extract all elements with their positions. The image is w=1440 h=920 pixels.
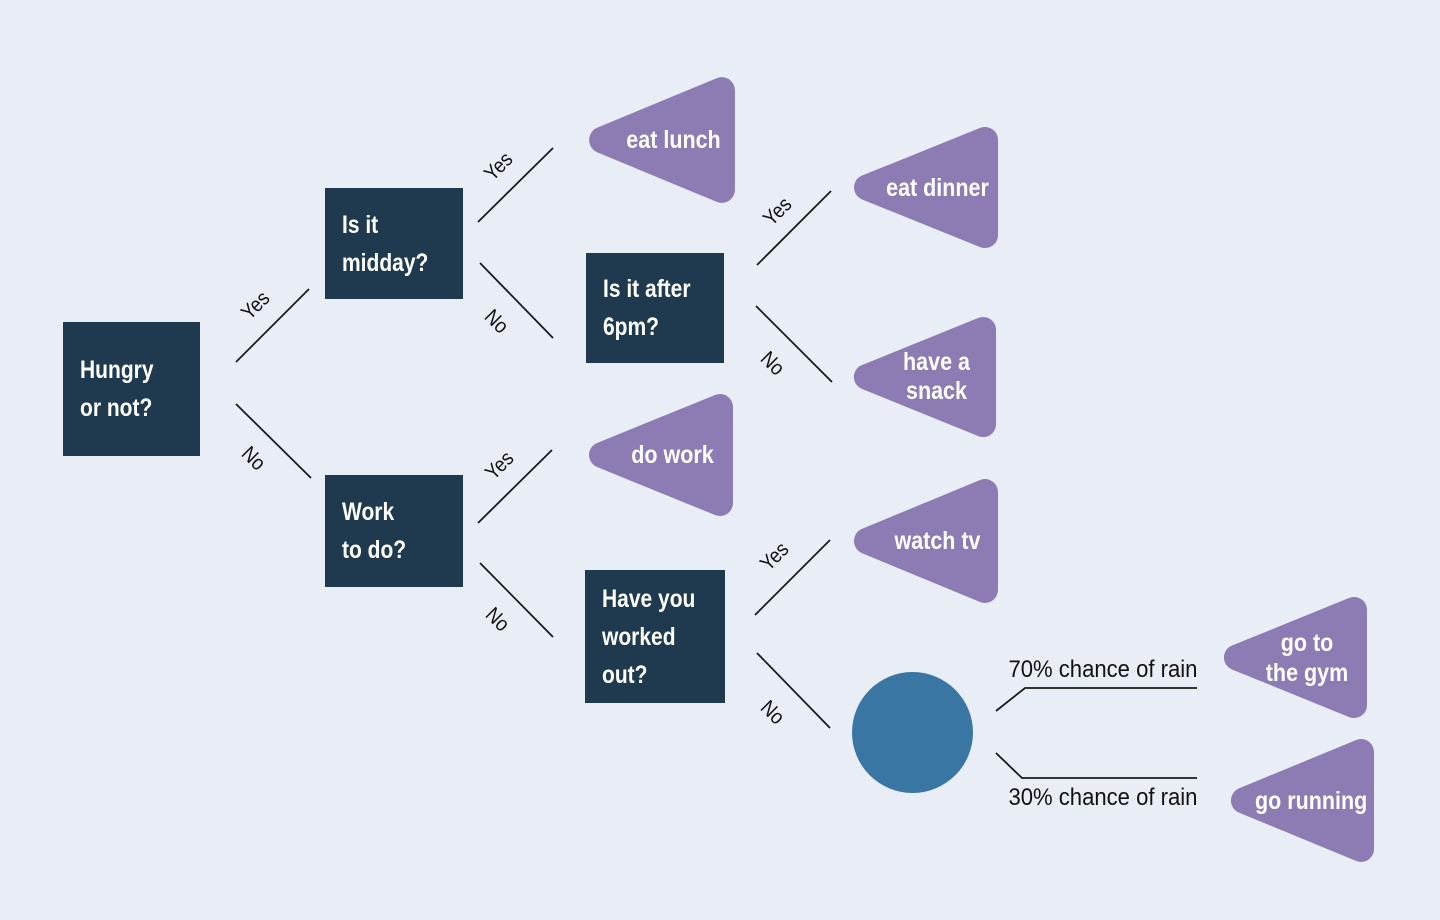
decision-node-hungry-or-not: Hungry or not? (63, 322, 200, 456)
node-text-line: Hungry (80, 356, 154, 384)
node-text-line: the gym (1265, 658, 1349, 687)
node-text-line: snack (906, 377, 967, 405)
triangle-shape (589, 394, 733, 516)
edge-rain-low-line (995, 752, 1197, 779)
node-text-line: 6pm? (603, 313, 660, 341)
edge-after6pm-yes-line (756, 190, 832, 266)
node-text-line: Is it (342, 210, 379, 239)
node-text-line: eat lunch (626, 126, 721, 154)
edge-workedout-yes-line (754, 539, 831, 616)
outcome-node-eat-lunch: eat lunch (578, 73, 737, 207)
edge-label-rain-high: 70% chance of rain (1007, 656, 1197, 683)
edge-rain-high-line (995, 687, 1197, 712)
node-text-line: have a (903, 348, 970, 376)
node-text-line: eat dinner (886, 173, 989, 202)
outcome-node-go-running: go running (1220, 735, 1376, 866)
edge-hungry-yes-line (235, 288, 310, 363)
outcome-node-eat-dinner: eat dinner (843, 123, 1000, 252)
node-text-line: do work (631, 441, 714, 469)
node-text-line: or not? (80, 394, 153, 422)
edge-after6pm-no-line (755, 305, 833, 383)
node-text-line: Work (342, 498, 395, 526)
triangle-shape (853, 316, 997, 438)
triangle-shape (589, 77, 735, 203)
triangle-shape (854, 126, 998, 249)
edge-midday-yes-line (477, 147, 554, 223)
triangle-shape (854, 479, 998, 603)
outcome-node-go-to-the-gym: go to the gym (1213, 593, 1369, 722)
triangle-shape (1223, 596, 1368, 719)
edge-work-yes-line (477, 449, 553, 524)
triangle-shape (1230, 739, 1375, 862)
decision-node-work-to-do: Work to do? (325, 475, 463, 587)
node-text-line: Have you (602, 584, 696, 613)
node-text-line: to do? (342, 536, 407, 564)
outcome-node-have-a-snack: have a snack (843, 313, 998, 441)
node-text-line: go to (1280, 628, 1334, 657)
node-text-line: worked (602, 622, 676, 651)
outcome-node-watch-tv: watch tv (843, 475, 1000, 607)
edge-work-no-line (479, 562, 554, 638)
node-text-line: midday? (342, 248, 429, 277)
node-text-line: go running (1254, 786, 1368, 815)
edge-label-rain-low: 30% chance of rain (1007, 784, 1197, 811)
node-text-line: Is it after (603, 275, 691, 303)
chance-node-circle (852, 672, 973, 793)
edge-midday-no-line (479, 262, 554, 339)
node-text-line: out? (602, 660, 648, 689)
edge-workedout-no-line (756, 652, 831, 729)
decision-node-have-you-worked-out: Have you worked out? (585, 570, 725, 703)
decision-node-is-it-after-6pm: Is it after 6pm? (586, 253, 724, 363)
decision-node-is-it-midday: Is it midday? (325, 188, 463, 299)
edge-hungry-no-line (235, 403, 312, 479)
outcome-node-do-work: do work (578, 390, 735, 520)
node-text-line: watch tv (894, 527, 981, 555)
